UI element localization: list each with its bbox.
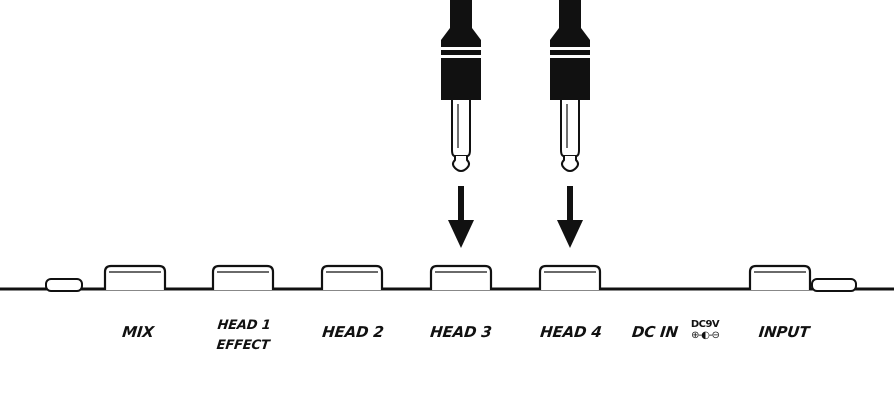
dc-in-label: DC IN <box>631 323 679 341</box>
input-label: INPUT <box>757 323 811 341</box>
right-bump <box>811 278 857 292</box>
plug-cable <box>450 0 472 30</box>
jack-head4 <box>538 264 602 290</box>
plug-sleeve <box>451 100 471 157</box>
dc-voltage-label: DC9V <box>690 319 720 330</box>
head2-label: HEAD 2 <box>321 323 385 341</box>
device-panel <box>0 287 894 401</box>
polarity-icon: ⊕-◐-⊖ <box>691 330 720 341</box>
jack-tops <box>103 264 812 290</box>
plug-head4 <box>550 0 590 248</box>
head1-label: HEAD 1 <box>216 318 272 333</box>
head3-label: HEAD 3 <box>429 323 493 341</box>
jack-head3 <box>429 264 493 290</box>
plug-band <box>441 55 481 58</box>
mix-label: MIX <box>121 323 155 341</box>
head1-effect-label: EFFECT <box>215 338 271 353</box>
jack-head1 <box>211 264 275 290</box>
plug-cable <box>559 0 581 30</box>
left-bump <box>45 278 83 292</box>
head4-label: HEAD 4 <box>539 323 603 341</box>
jack-mix <box>103 264 167 290</box>
arrow-down-icon <box>557 220 583 248</box>
arrow-down-icon <box>448 220 474 248</box>
dc-polarity-symbol: DC9V ⊕-◐-⊖ <box>682 319 728 342</box>
plugs <box>441 0 590 248</box>
plug-band <box>441 47 481 50</box>
plug-sleeve <box>560 100 580 157</box>
plug-tip <box>561 156 579 172</box>
plug-head3 <box>441 0 481 248</box>
jack-input <box>748 264 812 290</box>
plug-body <box>441 28 481 100</box>
jack-head2 <box>320 264 384 290</box>
plug-body <box>550 28 590 100</box>
plug-band <box>550 55 590 58</box>
plug-tip <box>452 156 470 172</box>
plug-band <box>550 47 590 50</box>
